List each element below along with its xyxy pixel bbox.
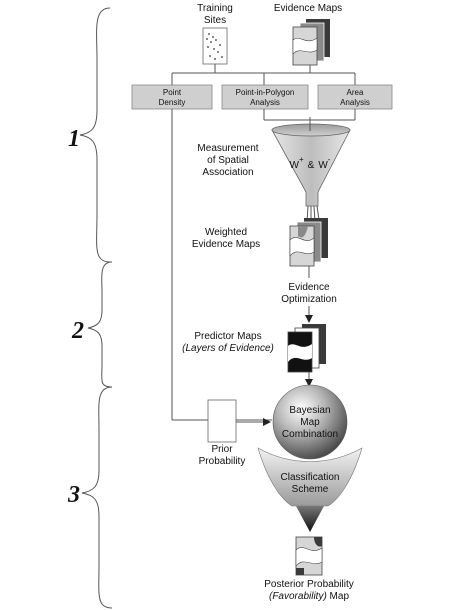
phase-brace-1 xyxy=(79,7,111,263)
measurement-label-3: Association xyxy=(202,167,253,178)
training-sites-label-1: Training xyxy=(197,3,233,14)
measurement-label-1: Measurement xyxy=(197,143,258,154)
evidence-maps-label: Evidence Maps xyxy=(274,3,342,14)
classification-label-1: Classification xyxy=(281,472,340,483)
point-density-label-2: Density xyxy=(159,98,186,107)
phase-label-2: 2 xyxy=(71,318,84,344)
funnel-icon xyxy=(271,117,351,207)
evidence-optimization-label-1: Evidence xyxy=(288,282,330,293)
phase-label-1: 1 xyxy=(68,126,80,152)
area-analysis-label-2: Analysis xyxy=(340,98,370,107)
classification-cone: Classification Scheme xyxy=(257,447,363,532)
point-density-label-1: Point xyxy=(163,88,182,97)
training-sites-icon xyxy=(202,27,228,65)
phase-brace-3 xyxy=(81,386,113,609)
posterior-map-icon xyxy=(295,536,323,576)
point-in-polygon-label-1: Point-in-Polygon xyxy=(236,88,295,97)
bayesian-label-2: Map xyxy=(300,417,320,428)
bayesian-label-1: Bayesian xyxy=(289,405,330,416)
posterior-label-1: Posterior Probability xyxy=(264,579,353,590)
phase-brace-2 xyxy=(87,261,113,388)
evidence-maps-icon xyxy=(292,19,330,66)
weights-label: W+&W- xyxy=(290,155,331,171)
predictor-maps-icon xyxy=(287,324,326,373)
point-in-polygon-box: Point-in-Polygon Analysis xyxy=(221,84,309,110)
measurement-label-2: of Spatial xyxy=(207,155,249,166)
training-sites-label-2: Sites xyxy=(204,15,226,26)
predictor-maps-label-2: (Layers of Evidence) xyxy=(182,343,274,354)
area-analysis-box: Area Analysis xyxy=(317,84,393,110)
evidence-optimization-label-2: Optimization xyxy=(281,294,337,305)
point-in-polygon-label-2: Analysis xyxy=(250,98,280,107)
classification-label-2: Scheme xyxy=(292,484,329,495)
bayesian-label-3: Combination xyxy=(282,429,338,440)
weighted-evidence-label-2: Evidence Maps xyxy=(192,239,260,250)
posterior-label-2: (Favorability) Map xyxy=(269,591,349,602)
point-density-box: Point Density xyxy=(131,84,213,110)
bayesian-sphere: Bayesian Map Combination xyxy=(272,384,348,460)
predictor-maps-label-1: Predictor Maps xyxy=(194,331,261,342)
area-analysis-label-1: Area xyxy=(347,88,364,97)
prior-probability-label-1: Prior xyxy=(211,444,233,455)
phase-label-3: 3 xyxy=(67,482,80,508)
input-connectors xyxy=(171,64,356,85)
prior-probability-icon xyxy=(207,399,237,443)
prior-probability-label-2: Probability xyxy=(199,456,246,467)
weighted-evidence-label-1: Weighted xyxy=(205,227,247,238)
weighted-evidence-maps-icon xyxy=(289,218,328,267)
